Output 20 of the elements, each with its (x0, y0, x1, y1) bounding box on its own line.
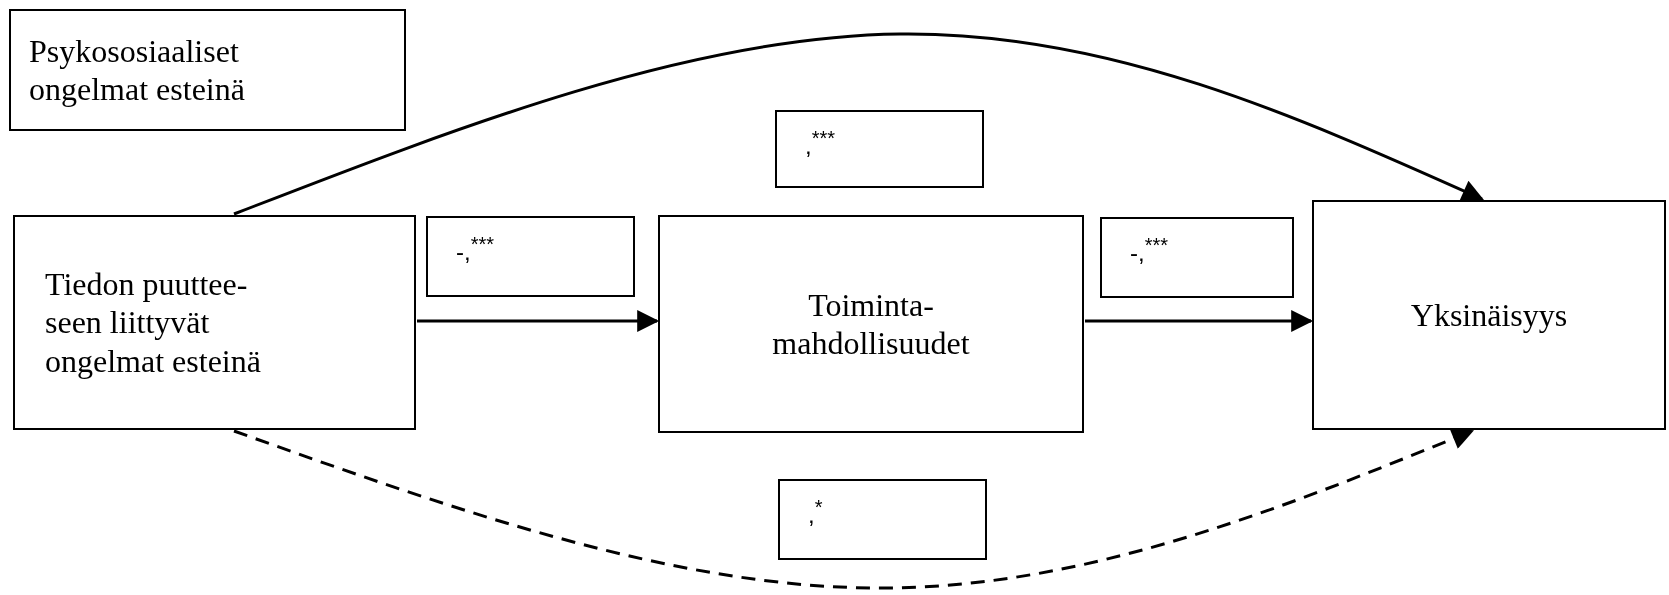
concept-box (658, 215, 1084, 433)
arrow (233, 32, 1484, 216)
node-label: Psykososiaaliset ongelmat esteinä (29, 31, 246, 109)
text-box (9, 9, 406, 131)
coefficient-box (1100, 217, 1294, 298)
dashed-arrow (233, 428, 1475, 590)
coefficient-box (775, 110, 984, 188)
coefficient-box (426, 216, 635, 297)
concept-box (1312, 200, 1666, 430)
arrow (417, 310, 660, 332)
node-label: Yksinäisyys (1410, 295, 1568, 335)
coefficient-label: ,$^{***}$ (805, 126, 836, 161)
coefficient-label: -,$^{***}$ (456, 232, 495, 267)
node-label: Tiedon puuttee- seen liittyvät ongelmat esteinä (45, 264, 262, 381)
coefficient-box (778, 479, 987, 560)
coefficient-label: ,$^{*}$ (808, 495, 823, 530)
node-label: Toiminta- mahdollisuudet (771, 285, 971, 363)
coefficient-label: -,$^{***}$ (1130, 233, 1169, 268)
arrow (1085, 310, 1314, 332)
concept-box (13, 215, 416, 430)
